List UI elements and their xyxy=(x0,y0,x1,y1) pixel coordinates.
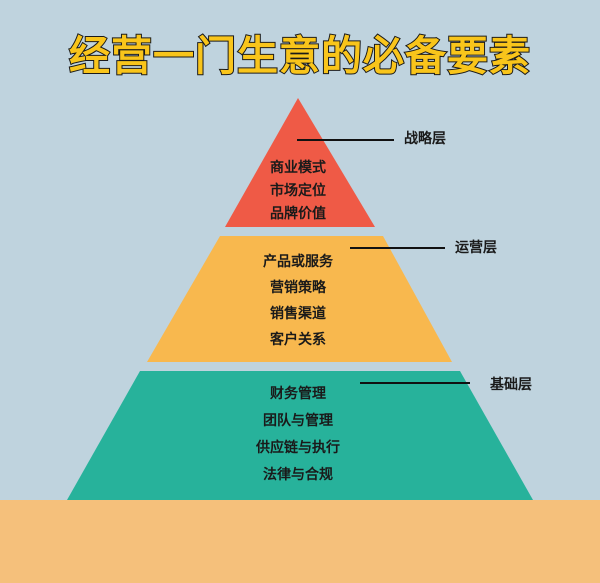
foundation-item: 团队与管理 xyxy=(263,413,333,429)
operations-item: 销售渠道 xyxy=(270,306,326,322)
foundation-layer-label: 基础层 xyxy=(490,377,532,393)
operations-layer xyxy=(147,236,452,362)
strategy-item: 市场定位 xyxy=(270,183,326,199)
foundation-item: 财务管理 xyxy=(270,386,326,402)
page-title: 经营一门生意的必备要素 xyxy=(68,31,531,81)
foundation-item: 供应链与执行 xyxy=(256,440,340,456)
foundation-layer xyxy=(67,371,533,500)
ground-band xyxy=(0,500,600,583)
operations-item: 产品或服务 xyxy=(263,254,333,270)
operations-layer-label: 运营层 xyxy=(455,240,497,256)
operations-item: 营销策略 xyxy=(270,280,326,296)
strategy-item: 商业模式 xyxy=(270,160,326,176)
strategy-item: 品牌价值 xyxy=(270,206,326,222)
strategy-layer xyxy=(225,98,375,227)
foundation-item: 法律与合规 xyxy=(263,467,333,483)
strategy-layer-label: 战略层 xyxy=(404,131,446,147)
operations-item: 客户关系 xyxy=(270,332,326,348)
